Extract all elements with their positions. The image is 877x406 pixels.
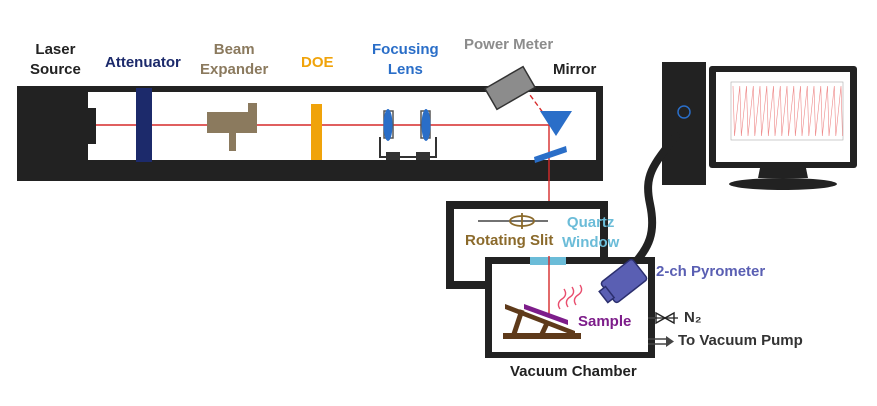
mirror-shape [540, 111, 572, 136]
vacuum-pump-arrow [666, 336, 674, 347]
laser-beam-to-power-meter [529, 94, 553, 126]
power-icon [677, 105, 691, 119]
pyrometer-body [598, 258, 648, 304]
mirror-stand [534, 146, 567, 163]
label-mirror: Mirror [553, 61, 597, 78]
heat-emission-icon [557, 284, 583, 310]
label-rotating-slit: Rotating Slit [465, 232, 554, 249]
beam-expander-shape [207, 103, 257, 151]
lens-1 [383, 109, 393, 141]
laser-source-icon [24, 92, 88, 160]
monitor-icon [662, 62, 857, 190]
label-pyrometer: 2-ch Pyrometer [656, 263, 766, 280]
focusing-lens-assembly [379, 109, 437, 160]
label-vacuum-pump: To Vacuum Pump [678, 332, 803, 349]
attenuator-plate [136, 88, 152, 162]
temperature-trace [732, 85, 843, 137]
doe-element [311, 104, 322, 160]
pyrometer-cable [626, 132, 680, 272]
valve-icon [655, 311, 667, 325]
label-attenuator: Attenuator [105, 54, 181, 71]
label-sample: Sample [578, 313, 632, 330]
power-meter-body [483, 65, 537, 111]
sample [524, 304, 568, 325]
temperature-trace-line [732, 85, 843, 137]
lens-2 [421, 109, 431, 141]
label-power-meter: Power Meter [464, 36, 554, 53]
laser-aperture [86, 108, 96, 144]
quartz-window [530, 257, 566, 265]
label-n2: N₂ [684, 309, 702, 326]
label-vacuum-chamber: Vacuum Chamber [510, 363, 637, 380]
label-doe: DOE [301, 54, 334, 71]
